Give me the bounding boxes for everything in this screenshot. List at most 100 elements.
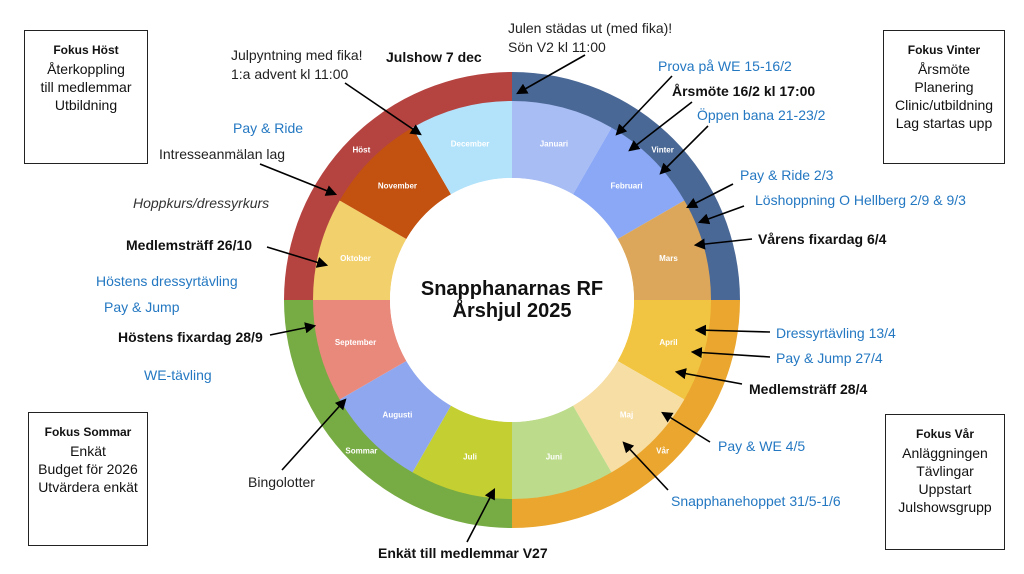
focus-var-line: Julshowsgrupp (898, 499, 992, 515)
focus-host-title: Fokus Höst (53, 43, 119, 57)
focus-host-box: Fokus Höst Återkoppling till medlemmar U… (24, 30, 148, 164)
arrow-pay-jump-274 (690, 346, 771, 359)
focus-host-line: Återkoppling (47, 61, 125, 77)
month-segment-september (313, 300, 407, 400)
season-label-sommar: Sommar (345, 447, 377, 456)
arrow-julpyntning (344, 82, 422, 136)
event-varens-fixardag: Vårens fixardag 6/4 (758, 231, 887, 247)
event-we-tavling: WE-tävling (144, 367, 212, 383)
arrow-varens-fixardag (693, 238, 753, 250)
event-julpyntning-line2: 1:a advent kl 11:00 (231, 66, 349, 82)
arrow-julen-stadas (516, 54, 586, 95)
focus-sommar-line: Utvärdera enkät (38, 479, 138, 495)
focus-sommar-title: Fokus Sommar (44, 425, 132, 439)
month-segment-augusti (339, 361, 451, 473)
event-pay-we: Pay & WE 4/5 (718, 438, 806, 454)
focus-vinter-title: Fokus Vinter (907, 43, 981, 57)
event-snapphanehoppet: Snapphanehoppet 31/5-1/6 (671, 493, 841, 509)
event-oppen-bana: Öppen bana 21-23/2 (697, 107, 826, 123)
month-segment-oktober (313, 200, 407, 300)
wheel-title: Snapphanarnas RF Årshjul 2025 (412, 278, 612, 322)
month-label-september: September (335, 338, 376, 347)
event-hostens-dressyr: Höstens dressyrtävling (96, 273, 238, 289)
month-label-maj: Maj (620, 411, 633, 420)
arrow-hostens-fixardag (269, 322, 317, 336)
event-arsmote: Årsmöte 16/2 kl 17:00 (672, 83, 816, 99)
event-intresse-lag: Intresseanmälan lag (159, 146, 286, 162)
month-segment-november (339, 127, 451, 239)
arrow-snapphanehoppet (622, 441, 669, 491)
event-julen-stadas-line2: Sön V2 kl 11:00 (508, 39, 606, 55)
focus-var-box: Fokus Vår Anläggningen Tävlingar Uppstar… (885, 414, 1005, 550)
event-hostens-fixardag: Höstens fixardag 28/9 (118, 329, 263, 345)
season-segment-vinter (512, 72, 740, 300)
arrow-bingolotter (281, 398, 347, 471)
month-label-augusti: Augusti (383, 411, 413, 420)
month-label-januari: Januari (540, 140, 568, 149)
event-bingolotter: Bingolotter (248, 474, 315, 490)
arrow-intresse-lag (259, 163, 338, 196)
center-hole (390, 178, 634, 422)
event-julpyntning-line1: Julpyntning med fika! (231, 47, 363, 63)
month-segment-maj (573, 361, 685, 473)
event-medlemstraff-host: Medlemsträff 26/10 (126, 237, 253, 253)
event-pay-jump-274: Pay & Jump 27/4 (776, 350, 883, 366)
month-segment-juni (512, 405, 612, 499)
month-label-oktober: Oktober (340, 254, 371, 263)
arrow-medlemstraff-host (266, 246, 329, 268)
focus-var-line: Anläggningen (902, 445, 988, 461)
focus-sommar-line: Budget för 2026 (38, 461, 138, 477)
season-segment-var (512, 300, 740, 528)
focus-host-line: Utbildning (54, 97, 118, 113)
arrow-enkat (466, 488, 496, 543)
focus-vinter-box: Fokus Vinter Årsmöte Planering Clinic/ut… (883, 30, 1005, 164)
event-hoppkurs: Hoppkurs/dressyrkurs (133, 195, 270, 211)
title-line-1: Snapphanarnas RF (420, 278, 604, 300)
arrow-oppen-bana (659, 125, 709, 175)
arrow-dressyr-134 (694, 324, 771, 336)
focus-sommar-box: Fokus Sommar Enkät Budget för 2026 Utvär… (28, 412, 148, 546)
month-label-juni: Juni (546, 452, 562, 461)
focus-sommar-line: Enkät (70, 443, 106, 459)
month-segment-januari (512, 101, 612, 195)
arrow-prova-pa (615, 75, 673, 136)
season-label-vinter: Vinter (651, 145, 674, 154)
event-pay-ride-23: Pay & Ride 2/3 (740, 167, 834, 183)
focus-var-line: Uppstart (918, 481, 972, 497)
focus-vinter-line: Lag startas upp (895, 115, 993, 131)
arrow-medlemstraff-var (674, 368, 743, 385)
event-pay-ride-host: Pay & Ride (233, 120, 304, 136)
month-label-juli: Juli (463, 452, 477, 461)
focus-vinter-line: Clinic/utbildning (894, 97, 994, 113)
focus-var-title: Fokus Vår (915, 427, 975, 441)
focus-vinter-line: Planering (914, 79, 974, 95)
event-loshoppning: Löshoppning O Hellberg 2/9 & 9/3 (755, 192, 966, 208)
focus-host-line: till medlemmar (40, 79, 132, 95)
event-dressyr-134: Dressyrtävling 13/4 (776, 325, 896, 341)
event-arrows (259, 54, 771, 543)
month-label-december: December (451, 140, 490, 149)
month-segment-juli (412, 405, 512, 499)
month-label-november: November (378, 181, 417, 190)
event-julshow: Julshow 7 dec (386, 49, 482, 65)
month-ring: JanuariFebruariMarsAprilMajJuniJuliAugus… (313, 101, 711, 499)
arrow-pay-we (661, 411, 711, 443)
month-segment-mars (617, 200, 711, 300)
event-prova-pa: Prova på WE 15-16/2 (658, 58, 792, 74)
focus-vinter-line: Årsmöte (917, 61, 971, 77)
month-segment-februari (573, 127, 685, 239)
month-segment-december (412, 101, 512, 195)
arrow-arsmote (628, 101, 693, 152)
event-pay-jump-host: Pay & Jump (104, 299, 180, 315)
arrow-pay-ride-23 (686, 183, 734, 209)
focus-var-line: Tävlingar (916, 463, 974, 479)
month-label-april: April (659, 338, 677, 347)
season-label-host: Höst (352, 145, 370, 154)
month-label-februari: Februari (611, 181, 643, 190)
event-medlemstraff-var: Medlemsträff 28/4 (749, 381, 868, 397)
event-enkat: Enkät till medlemmar V27 (378, 545, 548, 561)
event-julen-stadas-line1: Julen städas ut (med fika)! (508, 20, 673, 36)
title-line-2: Årshjul 2025 (452, 300, 572, 322)
arrow-loshoppning (697, 205, 745, 225)
